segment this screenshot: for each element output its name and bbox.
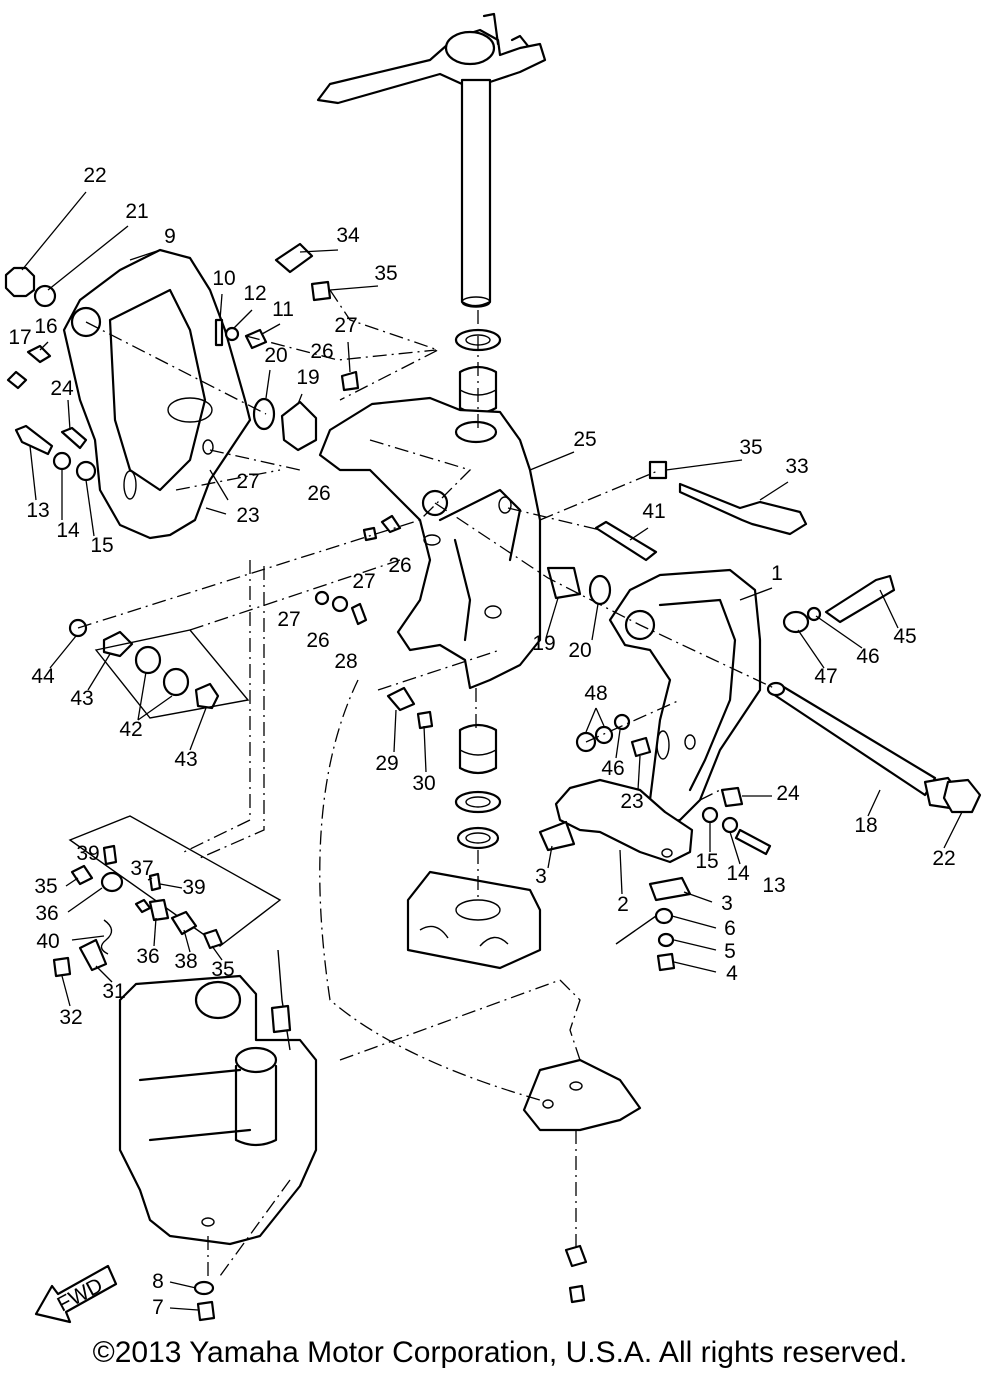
callout-14: 14 — [726, 862, 750, 885]
callout-42: 42 — [119, 718, 142, 741]
callout-41: 41 — [642, 500, 665, 523]
tilt-tube — [766, 681, 982, 814]
callout-20: 20 — [264, 344, 287, 367]
middle-hardware — [314, 514, 434, 730]
callout-14: 14 — [56, 519, 80, 542]
callout-43: 43 — [174, 748, 197, 771]
callout-27: 27 — [334, 314, 357, 337]
callout-30: 30 — [412, 772, 435, 795]
callout-32: 32 — [59, 1006, 82, 1029]
callout-1: 1 — [771, 562, 783, 585]
callout-36: 36 — [136, 945, 159, 968]
callout-18: 18 — [854, 814, 877, 837]
callout-39: 39 — [76, 842, 99, 865]
callout-31: 31 — [102, 980, 125, 1003]
bottom-hardware — [193, 1280, 216, 1322]
tilt-lock-hardware — [52, 815, 282, 978]
left-nut-washer — [4, 266, 57, 308]
callout-24: 24 — [50, 377, 74, 400]
callout-39: 39 — [182, 876, 205, 899]
callout-46: 46 — [856, 645, 879, 668]
callout-19: 19 — [296, 366, 319, 389]
lower-cowl — [522, 979, 642, 1304]
lower-mount — [406, 870, 542, 970]
callout-10: 10 — [212, 267, 235, 290]
callout-21: 21 — [125, 200, 148, 223]
callout-44: 44 — [31, 665, 55, 688]
callout-25: 25 — [573, 428, 596, 451]
callout-2: 2 — [617, 893, 629, 916]
lower-left-hardware — [68, 618, 250, 719]
stopper-bracket — [538, 778, 694, 902]
ground-hardware — [615, 907, 676, 972]
callout-35: 35 — [211, 958, 234, 981]
swivel-bracket — [318, 396, 542, 690]
callout-26: 26 — [306, 629, 329, 652]
right-hardware — [546, 460, 896, 856]
callout-48: 48 — [584, 682, 607, 705]
callout-22: 22 — [83, 164, 106, 187]
callout-24: 24 — [776, 782, 800, 805]
callout-6: 6 — [724, 917, 736, 940]
callout-16: 16 — [34, 315, 57, 338]
callout-15: 15 — [90, 534, 113, 557]
callout-38: 38 — [174, 950, 197, 973]
callout-8: 8 — [152, 1270, 164, 1293]
callout-26: 26 — [388, 554, 411, 577]
callout-3: 3 — [535, 865, 547, 888]
callout-20: 20 — [568, 639, 591, 662]
callout-36: 36 — [35, 902, 58, 925]
callout-35: 35 — [739, 436, 762, 459]
fwd-label: FWD — [54, 1274, 107, 1317]
callout-13: 13 — [26, 499, 49, 522]
callout-27: 27 — [236, 470, 259, 493]
callout-34: 34 — [336, 224, 360, 247]
callout-15: 15 — [695, 850, 718, 873]
callout-13: 13 — [762, 874, 785, 897]
callout-37: 37 — [130, 857, 153, 880]
fwd-arrow: FWD — [34, 1264, 118, 1324]
steering-shaft — [460, 78, 492, 308]
callout-26: 26 — [307, 482, 330, 505]
callout-43: 43 — [70, 687, 93, 710]
callout-26: 26 — [310, 340, 333, 363]
callout-35: 35 — [374, 262, 397, 285]
callout-5: 5 — [724, 940, 736, 963]
left-bolts — [6, 344, 97, 482]
callout-7: 7 — [152, 1296, 164, 1319]
callout-23: 23 — [620, 790, 643, 813]
callout-3: 3 — [721, 892, 733, 915]
callout-27: 27 — [277, 608, 300, 631]
clamp-bracket-right — [608, 568, 762, 827]
lower-bushings — [454, 723, 502, 850]
callout-9: 9 — [164, 225, 176, 248]
steering-arm — [316, 12, 547, 105]
leader-lines — [21, 191, 963, 1311]
callout-12: 12 — [243, 282, 266, 305]
callout-17: 17 — [8, 326, 31, 349]
power-trim-tilt-unit — [118, 949, 318, 1246]
clamp-bracket-left — [62, 248, 252, 540]
callout-47: 47 — [814, 665, 837, 688]
callout-29: 29 — [375, 752, 398, 775]
callout-40: 40 — [36, 930, 59, 953]
callout-23: 23 — [236, 504, 259, 527]
callout-46: 46 — [601, 757, 624, 780]
callout-4: 4 — [726, 962, 738, 985]
callout-27: 27 — [352, 570, 375, 593]
callout-33: 33 — [785, 455, 808, 478]
callout-19: 19 — [532, 632, 555, 655]
copyright-notice: ©2013 Yamaha Motor Corporation, U.S.A. A… — [92, 1336, 908, 1369]
callout-35: 35 — [34, 875, 57, 898]
assembly-lines — [77, 289, 777, 1280]
callout-22: 22 — [932, 847, 955, 870]
callout-45: 45 — [893, 625, 916, 648]
callout-11: 11 — [272, 298, 294, 321]
callout-28: 28 — [334, 650, 357, 673]
